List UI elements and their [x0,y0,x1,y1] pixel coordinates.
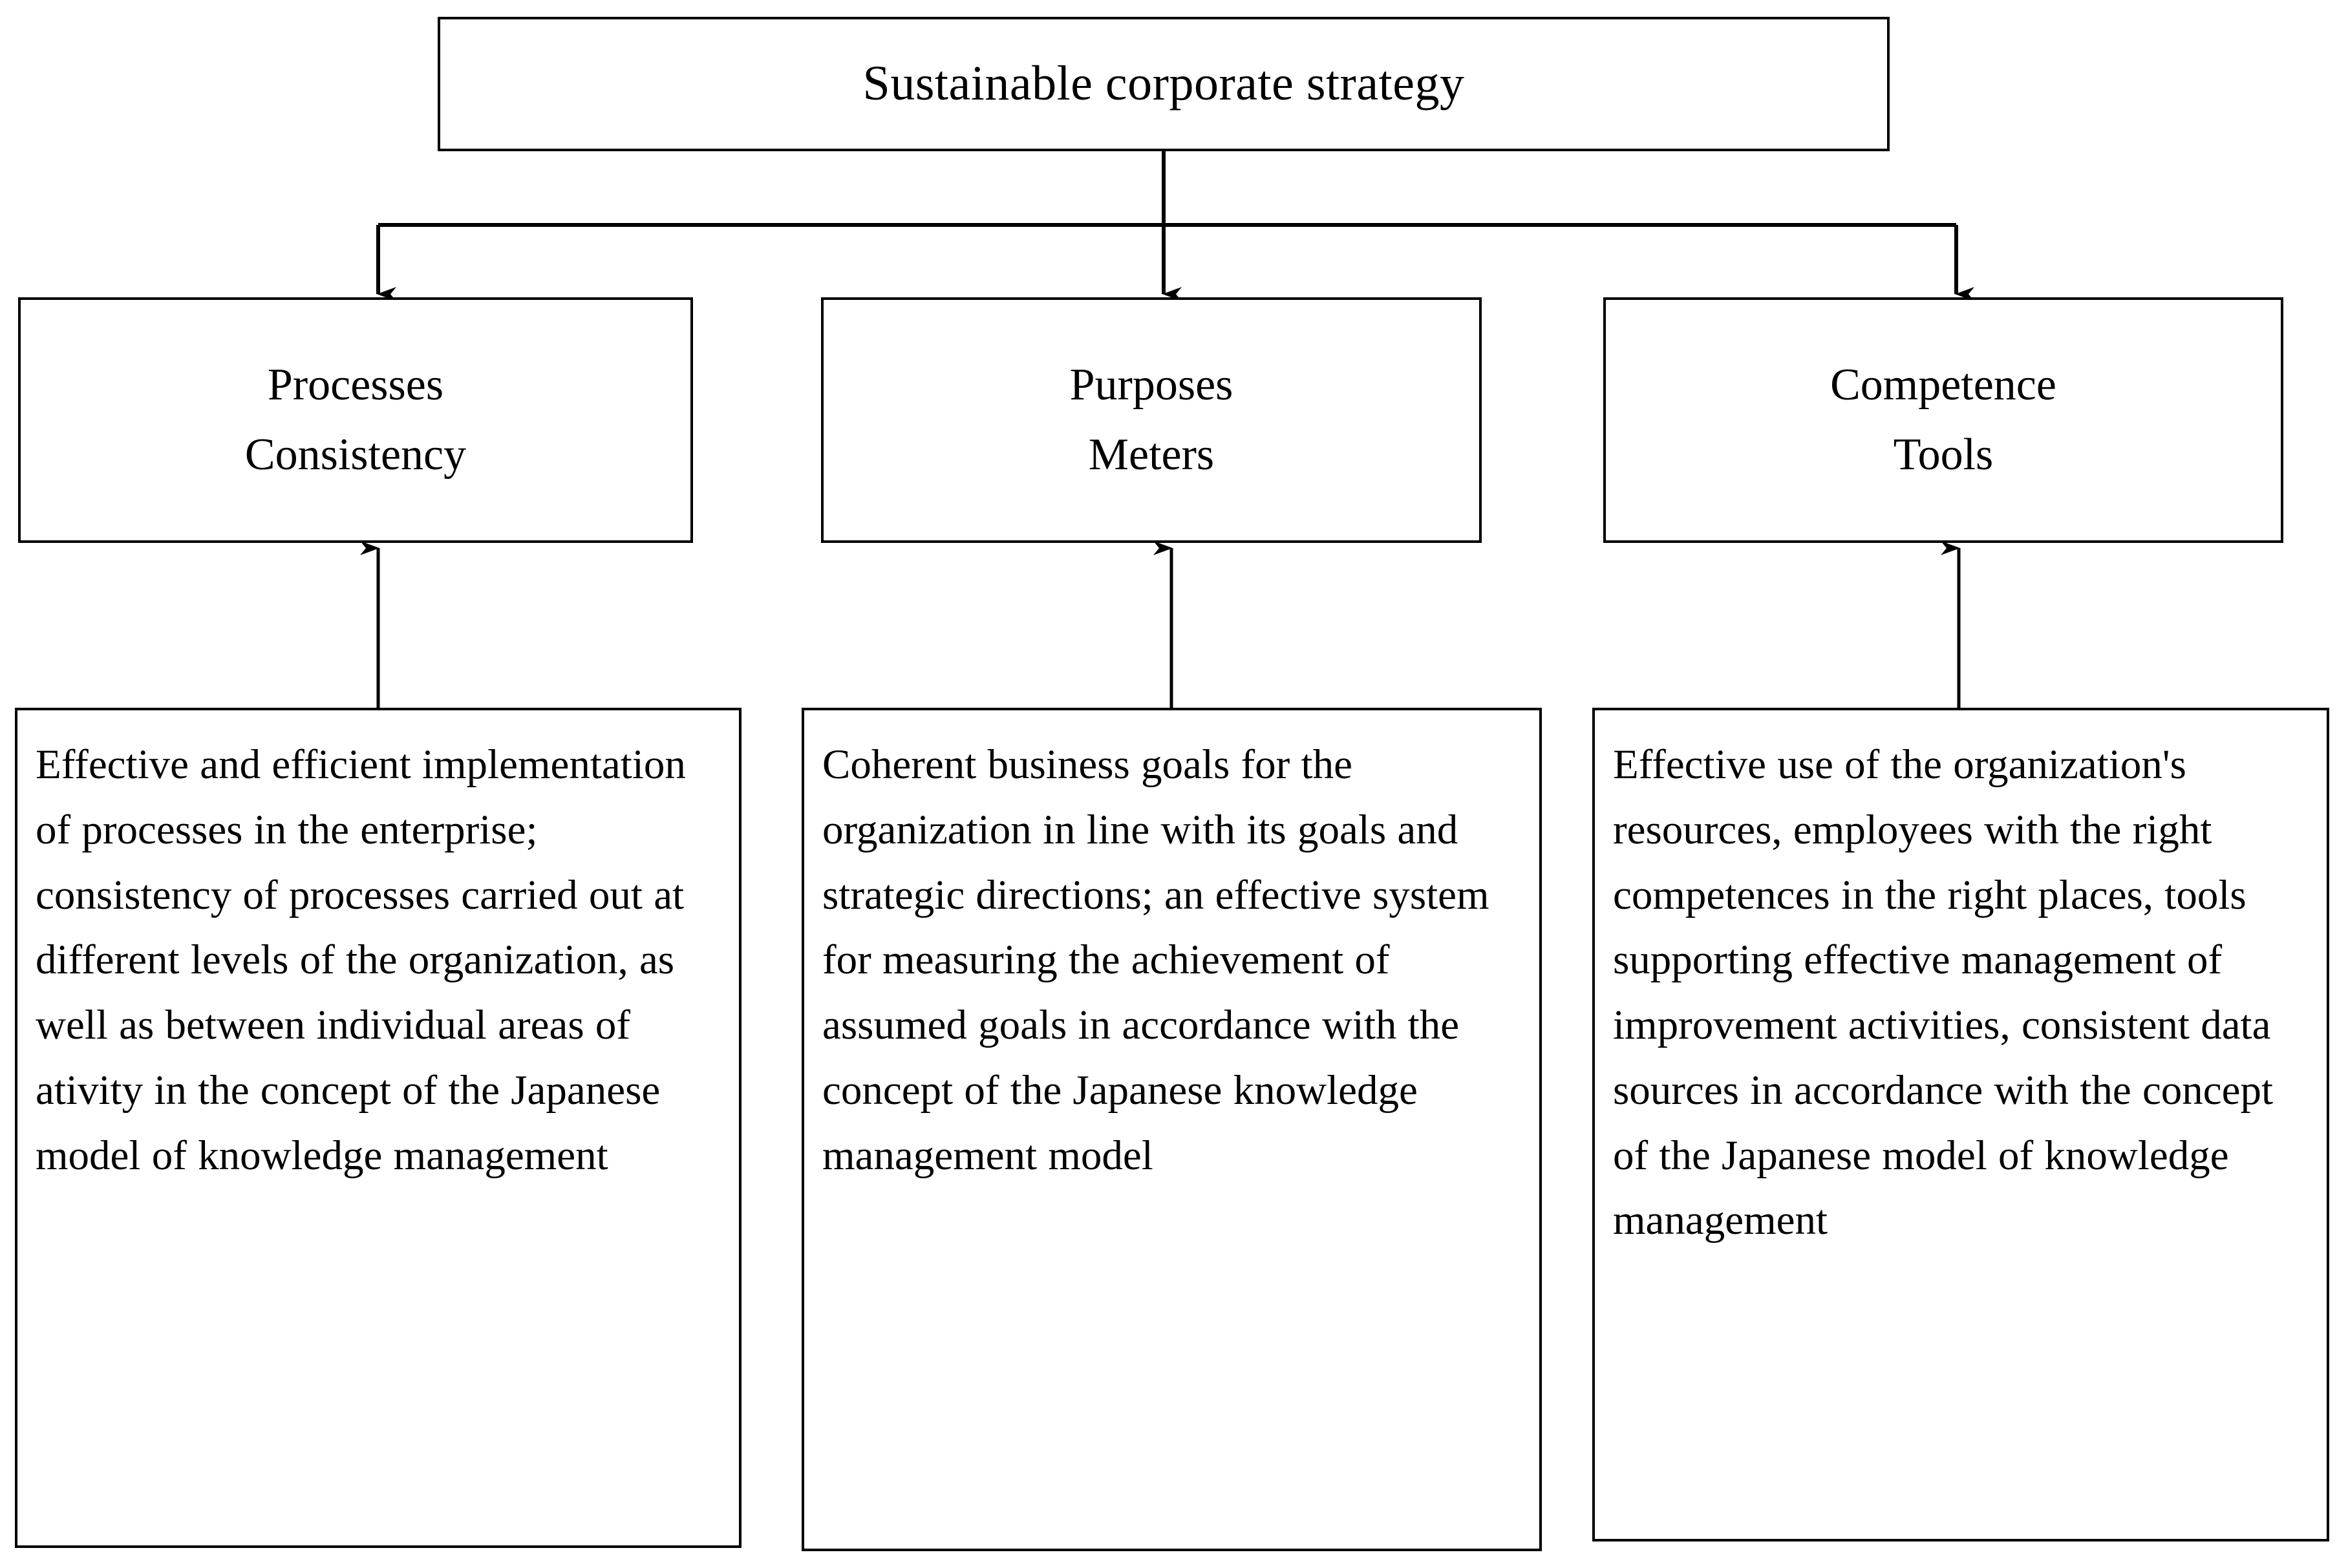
pillar-node-line2: Consistency [244,430,467,480]
detail-node-text: Effective and efficient implementation o… [36,741,686,1179]
pillar-node-line2: Meters [1088,430,1215,480]
pillar-node-line2: Tools [1893,430,1994,480]
pillar-node-line1: Competence [1830,360,2056,410]
detail-node-text: Coherent business goals for the organiza… [822,741,1489,1179]
root-node-sustainable-corporate-strategy[interactable]: Sustainable corporate strategy [438,17,1890,151]
pillar-node-line1: Processes [267,360,444,410]
pillar-node-competence[interactable]: Competence Tools [1603,297,2283,543]
detail-node-processes[interactable]: Effective and efficient implementation o… [15,708,742,1548]
pillar-node-processes[interactable]: Processes Consistency [18,297,693,543]
pillar-node-purposes[interactable]: Purposes Meters [821,297,1482,543]
detail-node-purposes[interactable]: Coherent business goals for the organiza… [802,708,1542,1551]
root-node-label: Sustainable corporate strategy [862,56,1465,111]
detail-node-competence[interactable]: Effective use of the organization's reso… [1592,708,2329,1542]
detail-node-text: Effective use of the organization's reso… [1613,741,2274,1244]
pillar-node-line1: Purposes [1069,360,1233,410]
